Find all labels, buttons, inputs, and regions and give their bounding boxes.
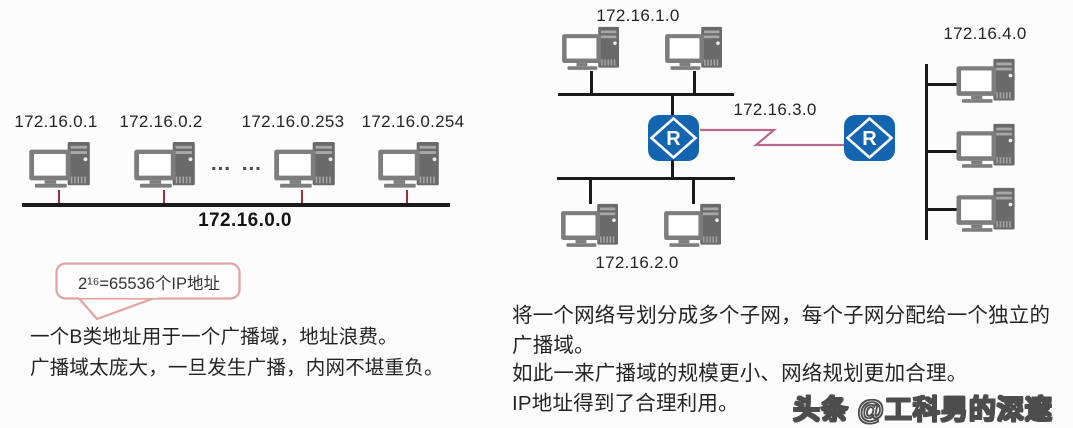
computer-icon <box>28 141 92 191</box>
ethernet-bus-left <box>22 203 450 207</box>
computer-icon <box>955 187 1017 235</box>
computer-icon-svg <box>134 141 195 188</box>
computer-icon <box>664 26 724 73</box>
computer-icon <box>955 123 1017 171</box>
computer-icon-svg <box>561 203 619 247</box>
subnet-label-top: 172.16.1.0 <box>596 6 680 25</box>
host-ip-label: 172.16.0.2 <box>119 112 203 131</box>
computer-icon-svg <box>29 141 90 188</box>
router-uplink-line <box>671 95 674 115</box>
computer-icon <box>273 141 337 191</box>
svg-text:R: R <box>666 128 681 150</box>
left-note-line1: 一个B类地址用于一个广播域，地址浪费。 <box>30 326 398 348</box>
watermark: 头条 @工科男的深邃 <box>792 394 1053 425</box>
link-network-label: 172.16.3.0 <box>733 100 817 119</box>
host-drop-line <box>590 71 593 95</box>
computer-icon-svg <box>562 26 620 70</box>
bubble-text: 2¹⁶=65536个IP地址 <box>77 275 221 293</box>
speech-bubble: 2¹⁶=65536个IP地址 <box>55 262 250 322</box>
ellipsis-hosts: … … <box>210 152 264 175</box>
right-note-line4: IP地址得到了合理利用。 <box>512 392 739 415</box>
computer-icon <box>663 203 723 250</box>
ethernet-bus-mid-right <box>557 177 735 180</box>
host-drop-line <box>692 179 695 204</box>
computer-icon-svg <box>956 187 1015 232</box>
computer-icon <box>955 58 1017 106</box>
host-drop-line <box>301 190 304 205</box>
right-note-line3: 如此一来广播域的规模更小、网络规划更加合理。 <box>512 362 968 385</box>
computer-icon <box>560 203 620 250</box>
right-note-line2: 广播域。 <box>512 334 595 357</box>
computer-icon-svg <box>665 26 723 70</box>
host-ip-label: 172.16.0.1 <box>14 112 98 131</box>
ethernet-bus-top-right <box>558 93 734 96</box>
host-drop-line <box>927 208 957 211</box>
computer-icon-svg <box>956 123 1015 168</box>
serial-link-icon <box>698 122 846 150</box>
svg-text:R: R <box>862 128 877 150</box>
router-icon-svg: R <box>648 115 699 161</box>
host-drop-line <box>927 83 957 86</box>
computer-icon <box>561 26 621 73</box>
computer-icon <box>133 141 197 191</box>
subnet-label-right: 172.16.4.0 <box>943 24 1027 43</box>
router-icon: R <box>843 114 896 162</box>
computer-icon-svg <box>664 203 722 247</box>
host-drop-line <box>58 190 61 205</box>
host-drop-line <box>406 190 409 205</box>
computer-icon-svg <box>274 141 335 188</box>
ethernet-bus-far-right <box>925 64 928 240</box>
host-drop-line <box>163 190 166 205</box>
host-drop-line <box>693 71 696 95</box>
network-label: 172.16.0.0 <box>198 210 292 231</box>
computer-icon-svg <box>378 141 439 188</box>
left-note-line2: 广播域太庞大，一旦发生广播，内网不堪重负。 <box>30 357 444 379</box>
right-note-line1: 将一个网络号划分成多个子网，每个子网分配给一个独立的 <box>512 304 1051 327</box>
host-ip-label: 172.16.0.253 <box>241 112 345 131</box>
host-drop-line <box>589 179 592 204</box>
router-downlink-line <box>671 160 674 179</box>
computer-icon-svg <box>956 58 1015 103</box>
router-icon: R <box>647 114 700 162</box>
computer-icon <box>377 141 441 191</box>
speech-bubble-shape <box>55 262 241 321</box>
router-icon-svg: R <box>844 115 895 161</box>
host-drop-line <box>927 150 957 153</box>
subnet-label-bottom: 172.16.2.0 <box>595 253 679 272</box>
host-ip-label: 172.16.0.254 <box>361 112 465 131</box>
